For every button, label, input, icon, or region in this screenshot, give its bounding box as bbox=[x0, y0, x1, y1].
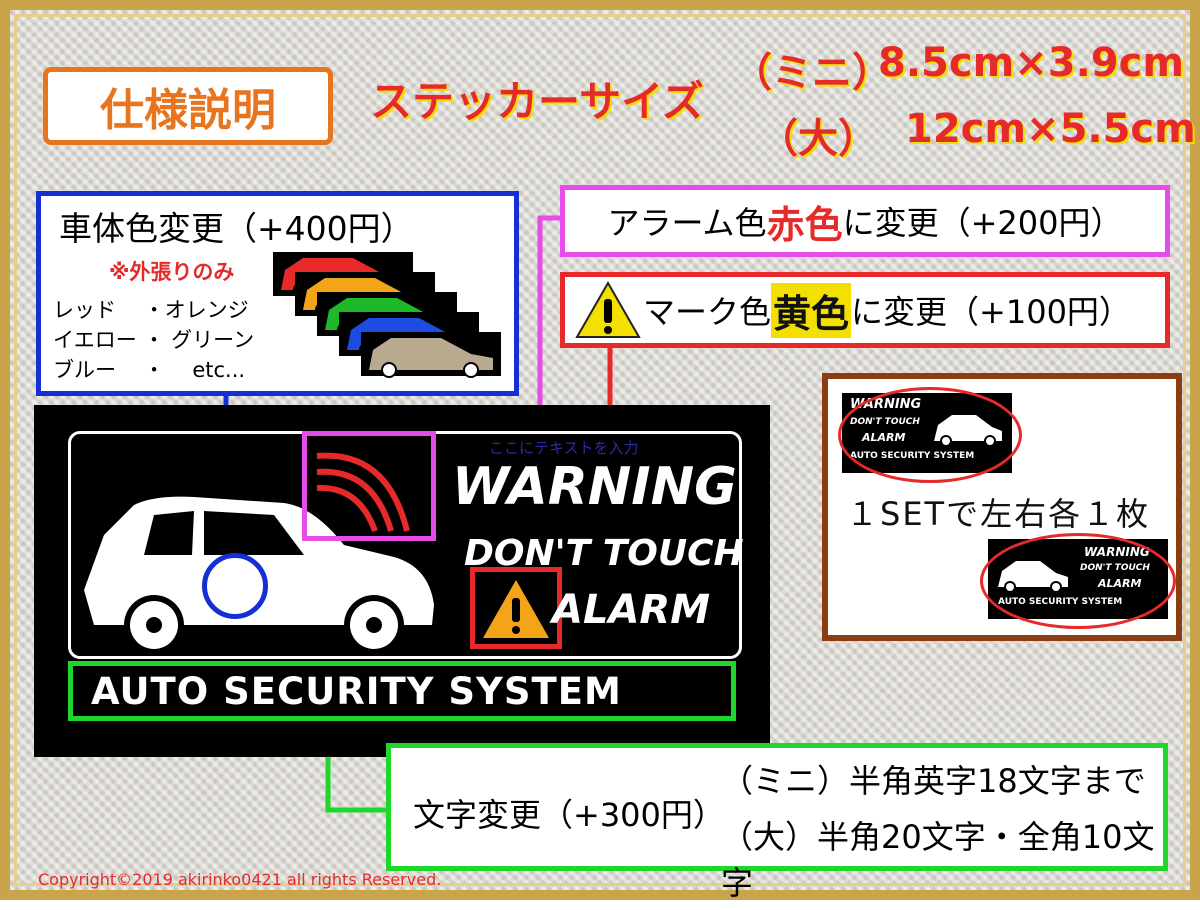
text-change-label: 文字変更（+300円） bbox=[413, 796, 725, 834]
set-info-box: WARNING DON'T TOUCH ALARM AUTO SECURITY … bbox=[822, 373, 1182, 641]
color-options-line-3: ブルー ・ etc... bbox=[53, 358, 246, 382]
alarm-color-option-box: アラーム色 赤色 に変更（+200円） bbox=[560, 185, 1170, 257]
body-color-note: ※外張りのみ bbox=[109, 260, 235, 284]
sticker-preview: ここにテキストを入力 WARNING DON'T TOUCH ALARM AUT… bbox=[34, 405, 770, 757]
copyright-text: Copyright©2019 akirinko0421 all rights R… bbox=[38, 870, 442, 889]
highlight-ellipse bbox=[838, 387, 1022, 483]
body-color-option-box: 車体色変更（+400円） ※外張りのみ レッド ・オレンジ イエロー ・ グリー… bbox=[36, 191, 519, 396]
color-swatch-stack bbox=[273, 252, 501, 378]
text-change-large: （大）半角20文字・全角10文字 bbox=[721, 818, 1155, 902]
page-title: 仕様説明 bbox=[100, 85, 276, 136]
body-color-marker bbox=[202, 553, 268, 619]
size-mini-label: （ミニ） bbox=[732, 50, 892, 96]
size-mini-value: 8.5cm×3.9cm bbox=[878, 40, 1185, 86]
placeholder-text: ここにテキストを入力 bbox=[489, 439, 639, 457]
alarm-signal-icon bbox=[316, 452, 410, 533]
body-color-title: 車体色変更（+400円） bbox=[59, 209, 414, 248]
mark-color-prefix: マーク色 bbox=[643, 293, 772, 331]
color-options-line-1: レッド ・オレンジ bbox=[53, 298, 249, 322]
small-sticker-left: WARNING DON'T TOUCH ALARM AUTO SECURITY … bbox=[838, 387, 1022, 483]
highlight-ellipse bbox=[980, 533, 1176, 629]
alarm-color-word: 赤色 bbox=[766, 202, 843, 247]
size-large-label: （大） bbox=[758, 116, 878, 162]
color-swatch-wheel bbox=[463, 362, 479, 378]
mark-color-suffix: に変更（+100円） bbox=[851, 293, 1131, 331]
warning-triangle-icon bbox=[483, 580, 549, 638]
small-sticker-right: WARNING DON'T TOUCH ALARM AUTO SECURITY … bbox=[980, 533, 1176, 629]
size-large-value: 12cm×5.5cm bbox=[905, 106, 1196, 152]
alarm-color-prefix: アラーム色 bbox=[607, 204, 767, 242]
car-silhouette-icon bbox=[84, 496, 434, 655]
mark-marker bbox=[470, 567, 562, 649]
sticker-system-bar: AUTO SECURITY SYSTEM bbox=[68, 661, 736, 721]
mark-color-word: 黄色 bbox=[771, 282, 852, 338]
text-change-mini: （ミニ）半角英字18文字まで bbox=[721, 762, 1146, 800]
sticker-size-label: ステッカーサイズ bbox=[370, 77, 704, 126]
sticker-system-text: AUTO SECURITY SYSTEM bbox=[91, 670, 622, 713]
color-swatch-car bbox=[369, 338, 493, 370]
sticker-alarm-text: ALARM bbox=[552, 587, 711, 633]
mark-color-option-box: マーク色 黄色 に変更（+100円） bbox=[560, 272, 1170, 348]
alarm-signal-marker bbox=[302, 431, 436, 541]
alarm-color-suffix: に変更（+200円） bbox=[842, 204, 1123, 242]
color-swatch-wheel bbox=[381, 362, 397, 378]
warning-triangle-icon bbox=[575, 280, 641, 338]
text-change-option-box: 文字変更（+300円） （ミニ）半角英字18文字まで （大）半角20文字・全角1… bbox=[386, 743, 1168, 902]
title-box: 仕様説明 bbox=[43, 67, 333, 145]
set-caption: １SETで左右各１枚 bbox=[846, 495, 1151, 533]
color-options-line-2: イエロー ・ グリーン bbox=[53, 328, 255, 352]
sticker-warning-text: WARNING bbox=[452, 457, 737, 517]
